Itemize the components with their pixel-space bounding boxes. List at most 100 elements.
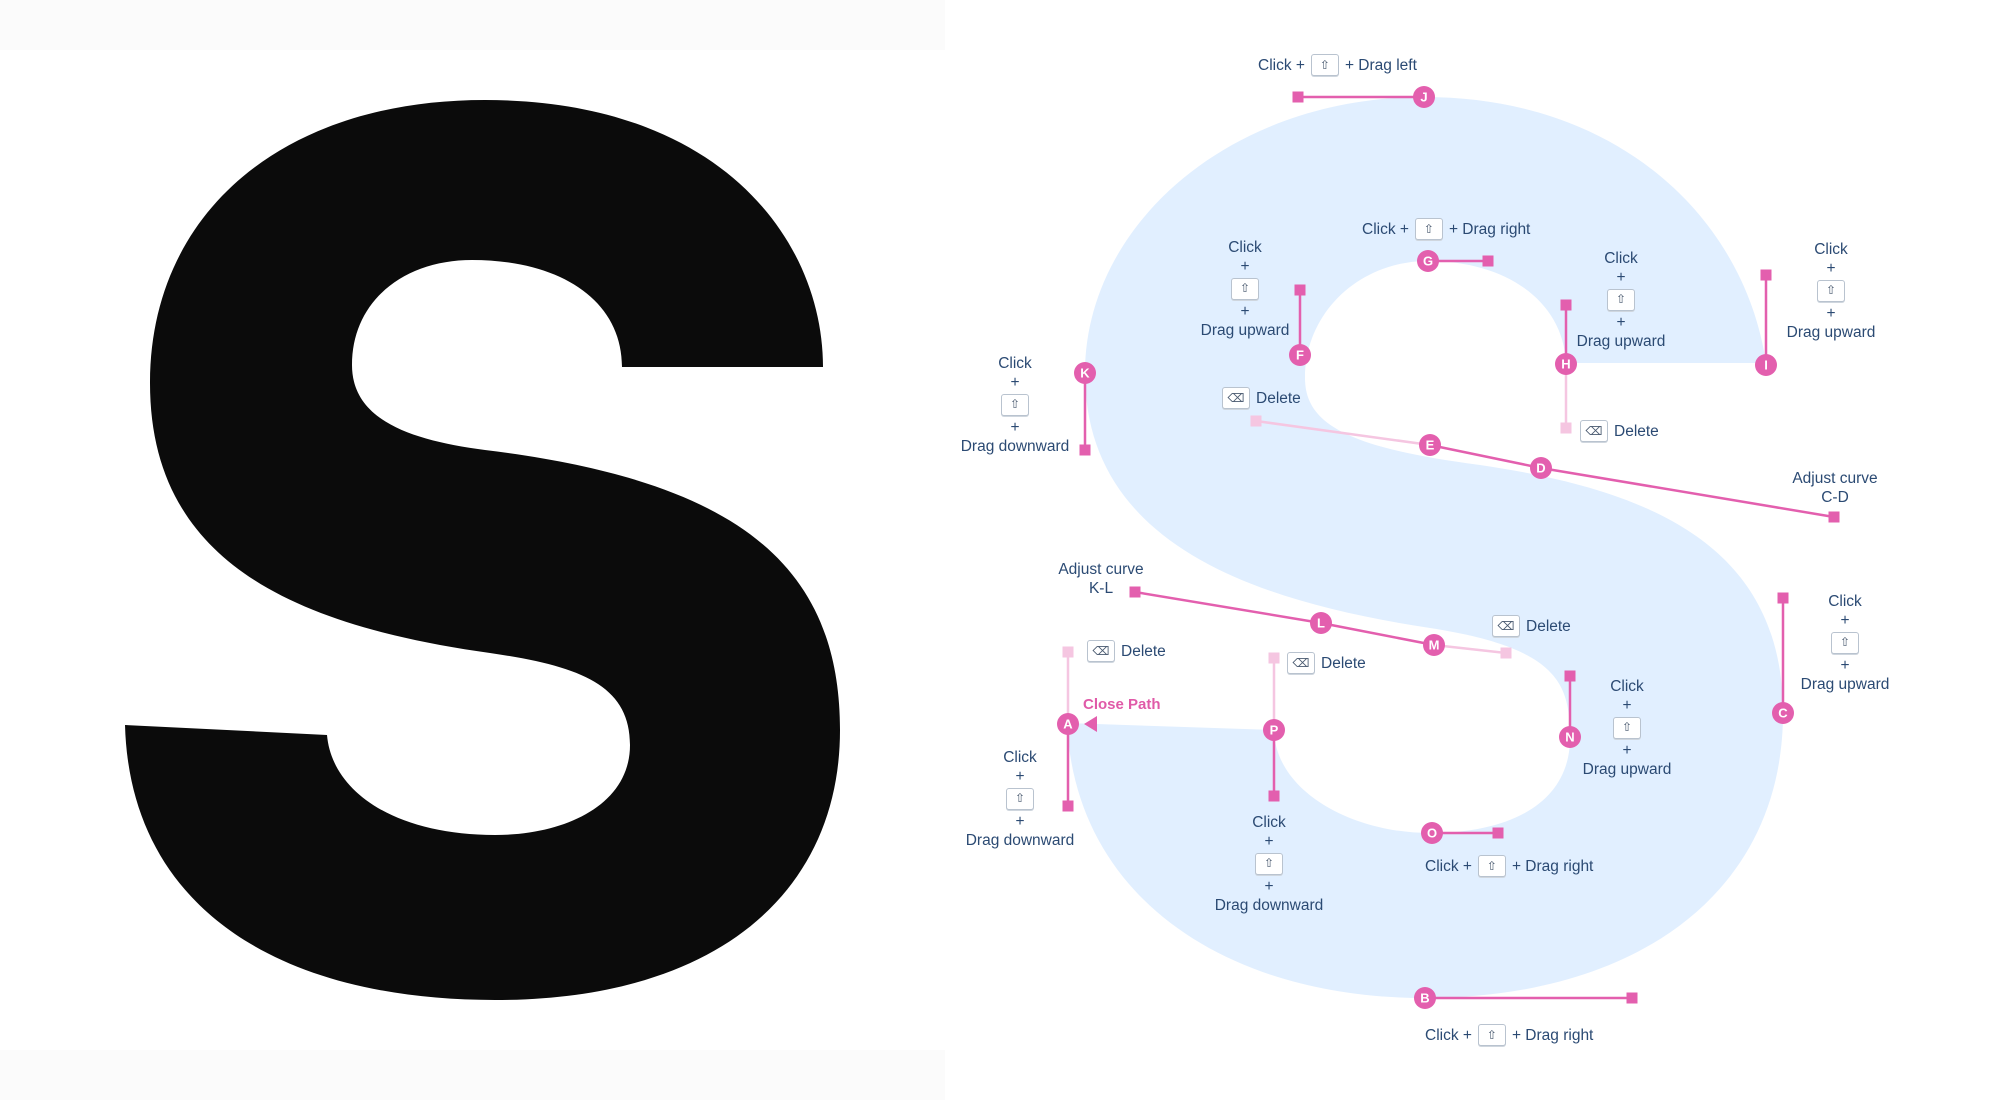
annotation-delete-f: ⌫ Delete: [1222, 385, 1301, 411]
anchor-point-n[interactable]: N: [1559, 726, 1581, 748]
anchor-dot: [1530, 457, 1552, 479]
annotation-c: Click + ⇧ + Drag upward: [1795, 592, 1895, 694]
shift-key-icon: ⇧: [1414, 218, 1443, 240]
delete-label: Delete: [1321, 654, 1366, 672]
curve-handle-line-e: [1255, 419, 1431, 447]
handle-point-m[interactable]: [1500, 647, 1512, 659]
annotation-n-drag: Drag upward: [1582, 761, 1672, 778]
anchor-point-f[interactable]: F: [1289, 344, 1311, 366]
delete-label: Delete: [1256, 389, 1301, 407]
anchor-dot: [1419, 434, 1441, 456]
annotation-j-click: Click +: [1258, 56, 1305, 74]
annotation-p-click: Click: [1252, 814, 1286, 831]
plus-sign: +: [1826, 260, 1836, 277]
annotation-j-drag: + Drag left: [1344, 56, 1417, 74]
anchor-point-a[interactable]: A: [1057, 713, 1079, 735]
handle-point-j[interactable]: [1292, 91, 1304, 103]
anchor-point-h[interactable]: H: [1555, 353, 1577, 375]
shift-key-icon: ⇧: [1607, 289, 1635, 311]
annotation-c-click: Click: [1828, 593, 1862, 610]
delete-label: Delete: [1614, 422, 1659, 440]
adjust-curve-label: Adjust curve: [1058, 561, 1144, 578]
handle-point-e[interactable]: [1250, 415, 1262, 427]
annotation-k-drag: Drag downward: [960, 438, 1070, 455]
handle-point-h[interactable]: [1560, 422, 1572, 434]
anchor-dot: [1057, 713, 1079, 735]
handle-point-f[interactable]: [1294, 284, 1306, 296]
anchor-point-k[interactable]: K: [1074, 362, 1096, 384]
anchor-dot: [1310, 612, 1332, 634]
delete-label: Delete: [1526, 617, 1571, 635]
anchor-point-o[interactable]: O: [1421, 822, 1443, 844]
adjust-curve-segment: C-D: [1821, 489, 1849, 506]
anchor-dot: [1074, 362, 1096, 384]
anchor-point-m[interactable]: M: [1423, 634, 1445, 656]
curve-handle-line-l: [1134, 590, 1322, 625]
annotation-a: Click + ⇧ + Drag downward: [960, 748, 1080, 850]
anchor-label: F: [1296, 348, 1304, 363]
plus-sign: +: [1826, 305, 1836, 322]
annotation-delete-m: ⌫ Delete: [1492, 613, 1571, 639]
annotation-o: Click + ⇧ + Drag right: [1425, 853, 1593, 879]
handle-point-p[interactable]: [1268, 790, 1280, 802]
annotation-c-drag: Drag upward: [1800, 676, 1890, 693]
outline-s: [1067, 97, 1783, 998]
anchor-point-i[interactable]: I: [1755, 354, 1777, 376]
anchor-label: G: [1423, 254, 1433, 269]
annotation-delete-a: ⌫ Delete: [1087, 638, 1166, 664]
shift-key-icon: ⇧: [1477, 855, 1506, 877]
annotation-b-click: Click +: [1425, 1026, 1472, 1044]
handle-point-p[interactable]: [1268, 652, 1280, 664]
handle-point-l[interactable]: [1129, 586, 1141, 598]
anchor-label: H: [1561, 357, 1570, 372]
annotation-n: Click + ⇧ + Drag upward: [1577, 677, 1677, 779]
plus-sign: +: [1840, 657, 1850, 674]
shift-key-icon: ⇧: [1817, 280, 1845, 302]
anchor-point-e[interactable]: E: [1419, 434, 1441, 456]
handle-point-d[interactable]: [1828, 511, 1840, 523]
shift-key-icon: ⇧: [1477, 1024, 1506, 1046]
annotation-b: Click + ⇧ + Drag right: [1425, 1022, 1593, 1048]
anchor-point-d[interactable]: D: [1530, 457, 1552, 479]
handle-point-k[interactable]: [1079, 444, 1091, 456]
annotation-f-click: Click: [1228, 239, 1262, 256]
anchor-point-j[interactable]: J: [1413, 86, 1435, 108]
annotation-k-click: Click: [998, 355, 1032, 372]
anchor-point-c[interactable]: C: [1772, 702, 1794, 724]
annotation-o-click: Click +: [1425, 857, 1472, 875]
plus-sign: +: [1010, 419, 1020, 436]
annotation-g-drag: + Drag right: [1448, 220, 1531, 238]
anchor-point-p[interactable]: P: [1263, 719, 1285, 741]
anchor-point-g[interactable]: G: [1417, 250, 1439, 272]
annotation-adjust-kl: Adjust curve K-L: [1046, 560, 1156, 598]
anchor-label: O: [1427, 826, 1437, 841]
annotation-f-drag: Drag upward: [1200, 322, 1290, 339]
anchor-label: I: [1764, 358, 1768, 373]
shift-key-icon: ⇧: [1006, 788, 1034, 810]
anchor-label: E: [1426, 438, 1435, 453]
anchor-point-l[interactable]: L: [1310, 612, 1332, 634]
anchor-label: B: [1420, 991, 1429, 1006]
anchor-dot: [1289, 344, 1311, 366]
handle-point-h[interactable]: [1560, 299, 1572, 311]
anchor-label: J: [1420, 90, 1427, 105]
handle-point-n[interactable]: [1564, 670, 1576, 682]
handle-point-o[interactable]: [1492, 827, 1504, 839]
anchor-dot: [1421, 822, 1443, 844]
handle-point-c[interactable]: [1777, 592, 1789, 604]
anchor-point-b[interactable]: B: [1414, 987, 1436, 1009]
handle-point-a[interactable]: [1062, 800, 1074, 812]
anchor-dot: [1772, 702, 1794, 724]
annotation-k: Click + ⇧ + Drag downward: [955, 354, 1075, 456]
plus-sign: +: [1616, 314, 1626, 331]
handle-point-i[interactable]: [1760, 269, 1772, 281]
handle-point-b[interactable]: [1626, 992, 1638, 1004]
handle-point-g[interactable]: [1482, 255, 1494, 267]
annotation-i-click: Click: [1814, 241, 1848, 258]
annotation-j: Click + ⇧ + Drag left: [1258, 52, 1417, 78]
anchor-label: L: [1317, 616, 1325, 631]
anchor-dot: [1755, 354, 1777, 376]
curve-handle-line-ed: [1429, 443, 1542, 470]
handle-point-a[interactable]: [1062, 646, 1074, 658]
